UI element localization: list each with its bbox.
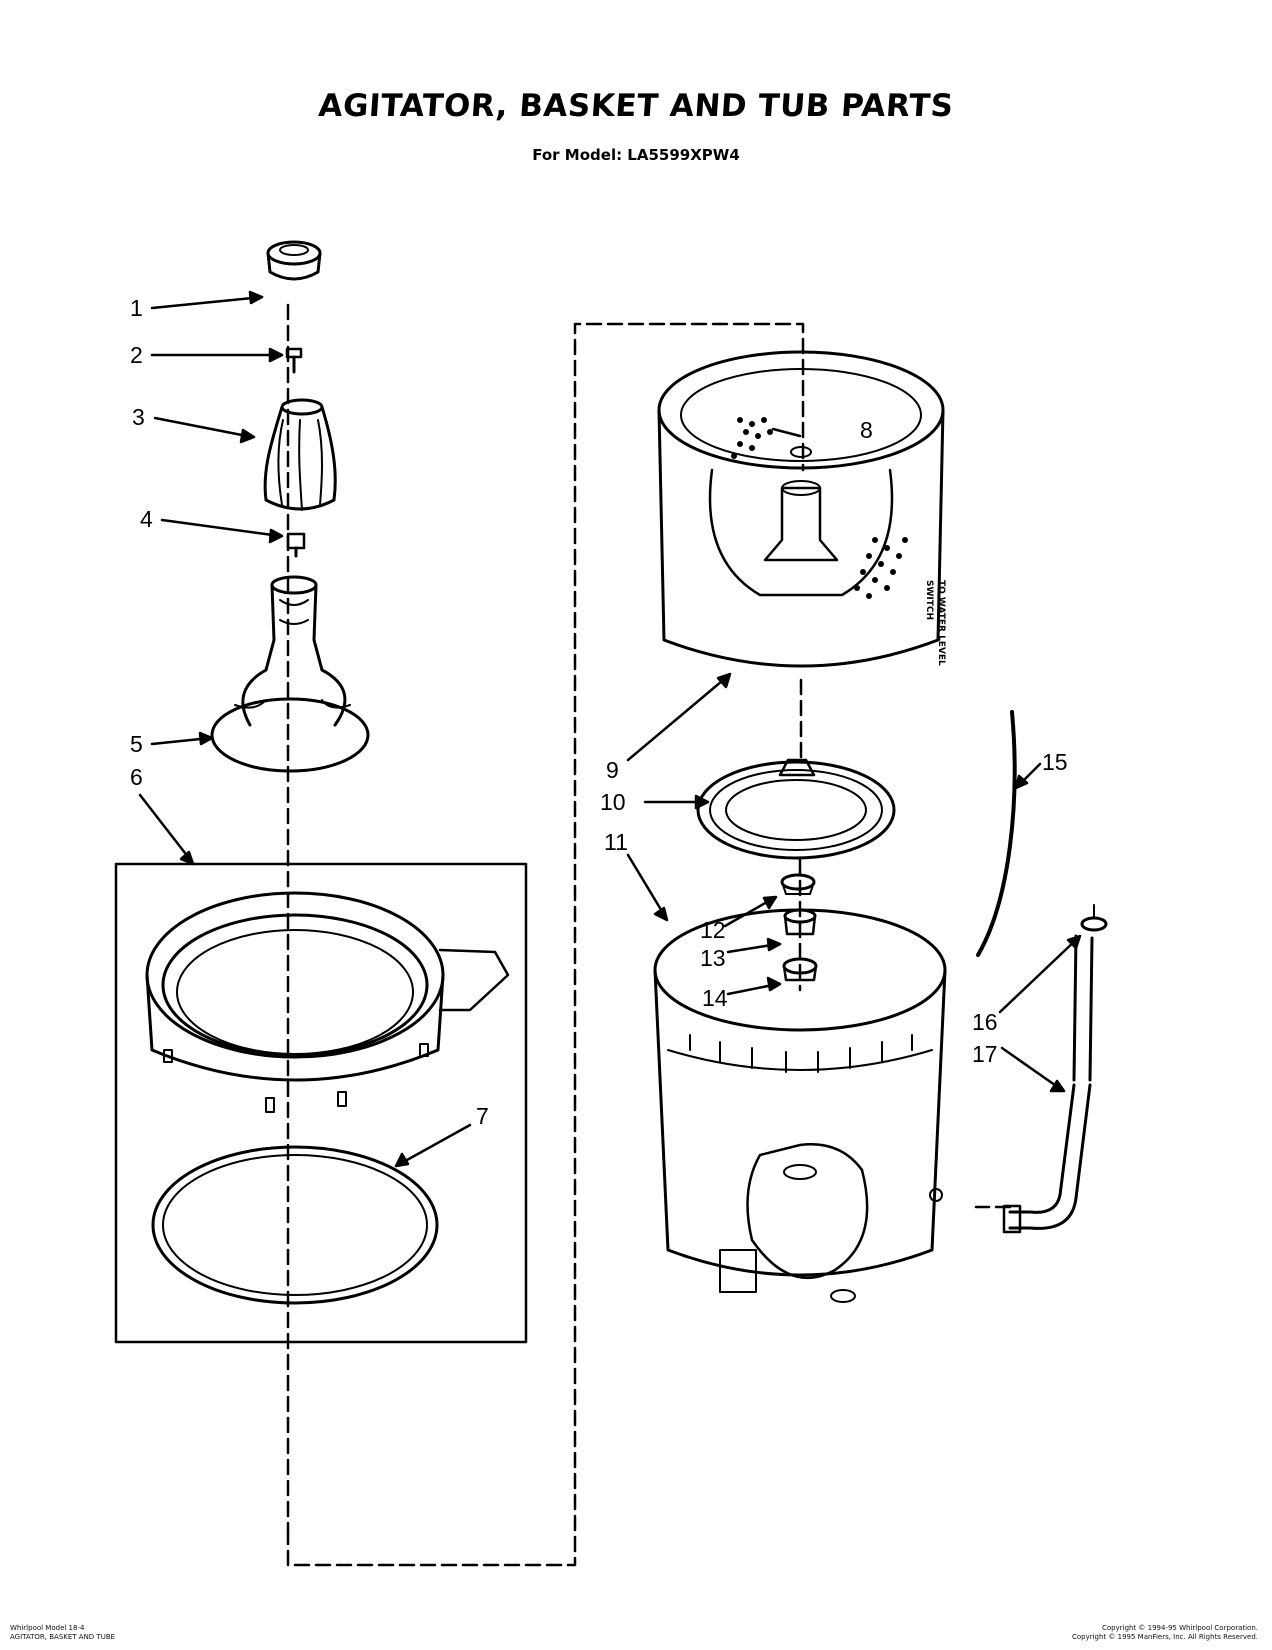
leader-lines <box>138 290 1082 1168</box>
callout-3: 3 <box>132 404 145 430</box>
footer-model-info: Whirlpool Model 18-4 AGITATOR, BASKET AN… <box>10 1624 115 1642</box>
callout-12: 12 <box>700 917 726 943</box>
assembly-lines <box>286 303 1012 1567</box>
cam-part <box>286 532 306 558</box>
wash-basket-part <box>657 350 945 668</box>
footer-copyright: Copyright © 1994-95 Whirlpool Corporatio… <box>968 1624 1258 1642</box>
water-level-note: TO WATER LEVEL SWITCH <box>923 580 947 666</box>
hub-ring-part <box>696 758 896 860</box>
footer-left-line2: AGITATOR, BASKET AND TUBE <box>10 1633 116 1641</box>
callout-2: 2 <box>130 342 143 368</box>
drain-hose-part <box>1002 934 1094 1234</box>
footer-right-line1: Copyright © 1994-95 Whirlpool Corporatio… <box>1101 1624 1258 1632</box>
callout-4: 4 <box>140 506 153 532</box>
callout-11: 11 <box>604 829 628 855</box>
hose-clamp-part <box>1080 904 1108 932</box>
callout-9: 9 <box>606 757 619 783</box>
air-tube-part <box>976 710 1017 957</box>
callout-16: 16 <box>972 1009 998 1035</box>
callout-8: 8 <box>860 417 873 443</box>
tub-ring-part <box>145 891 510 1113</box>
agitator-base-part <box>210 575 370 773</box>
callout-1: 1 <box>130 295 143 321</box>
agitator-barrel-part <box>263 398 337 511</box>
callout-7: 7 <box>476 1103 489 1129</box>
callout-17: 17 <box>972 1041 998 1067</box>
bolt-part <box>285 347 303 374</box>
footer-left-line1: Whirlpool Model 18-4 <box>10 1624 85 1632</box>
gasket-part <box>151 1145 439 1305</box>
callout-5: 5 <box>130 731 143 757</box>
callout-numbers: 1 2 3 4 5 6 7 8 9 10 11 12 13 14 15 16 1… <box>130 295 1068 1129</box>
outer-tub-part <box>653 908 947 1303</box>
callout-6: 6 <box>130 764 143 790</box>
assembly-group-box <box>114 862 528 1344</box>
callout-10: 10 <box>600 789 626 815</box>
callout-13: 13 <box>700 945 726 971</box>
spanner-nut-part <box>780 873 816 895</box>
water-level-note-line2: SWITCH <box>924 580 934 621</box>
water-level-note-line1: TO WATER LEVEL <box>936 580 946 666</box>
basket-perforations <box>731 417 908 599</box>
bearing-part <box>782 957 818 982</box>
footer-right-line2: Copyright © 1995 ManFiers, Inc. All Righ… <box>1071 1633 1258 1641</box>
tub-rim-clips <box>689 1034 913 1073</box>
model-subtitle: For Model: LA5599XPW4 <box>532 146 740 164</box>
callout-15: 15 <box>1042 749 1068 775</box>
callout-14: 14 <box>702 985 728 1011</box>
agitator-cap-part <box>266 240 322 281</box>
